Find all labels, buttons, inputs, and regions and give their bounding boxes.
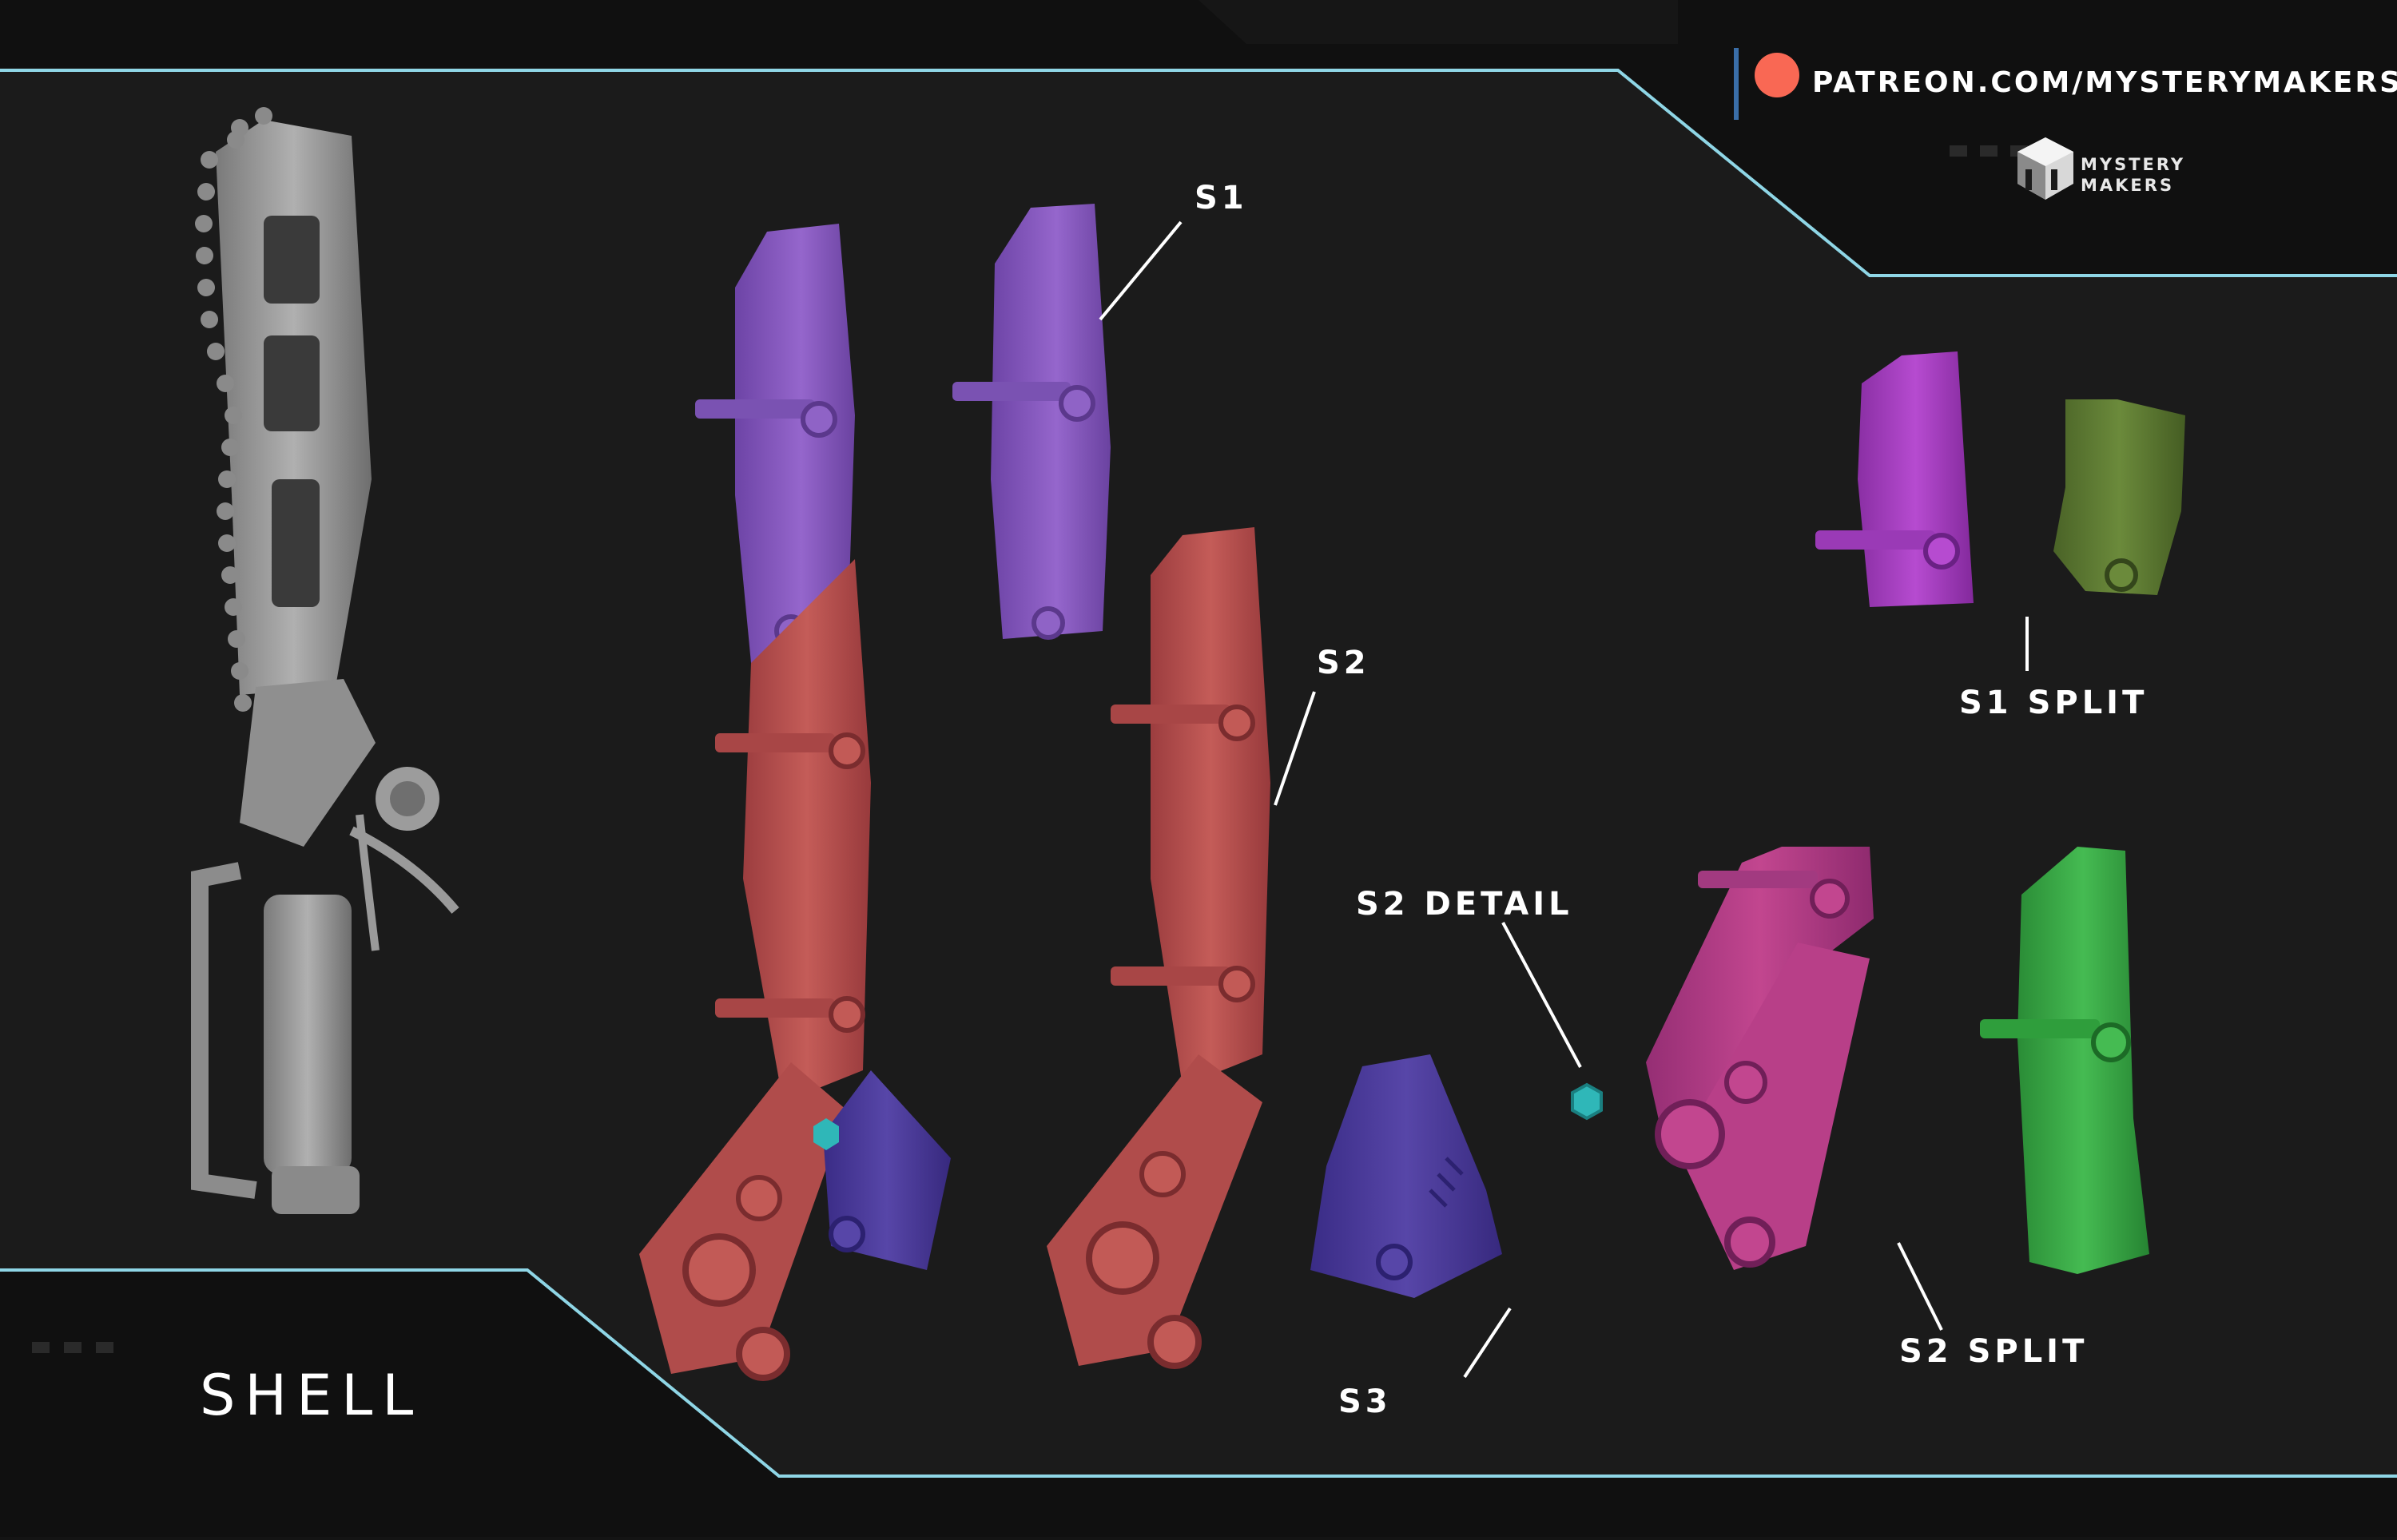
label-s1-split: S1 SPLIT (1959, 685, 2149, 721)
leader-lines (1099, 220, 2029, 1379)
mystery-makers-logo-icon (2017, 137, 2073, 200)
label-s2: S2 (1317, 645, 1370, 681)
bottom-frame-band (0, 1270, 2397, 1537)
s2-split-magenta-part (1646, 847, 1874, 1270)
full-weapon-sculpt (191, 107, 459, 1214)
s1-split-olive-part (2053, 399, 2185, 595)
s1-part (952, 204, 1111, 640)
patreon-url-text: PATREON.COM/MYSTERYMAKERS (1812, 66, 2397, 99)
assembled-s1-part (695, 224, 855, 663)
label-s2-detail: S2 DETAIL (1356, 886, 1573, 923)
hex-nut-detail (1571, 1082, 1603, 1121)
label-s2-split: S2 SPLIT (1899, 1333, 2089, 1370)
s2-split-green-part (1980, 847, 2149, 1274)
s1-split-violet-part (1815, 351, 1974, 607)
logo-text-makers: MAKERS (2081, 176, 2175, 195)
patreon-icon (1755, 53, 1799, 97)
page-title: SHELL (200, 1363, 423, 1428)
top-frame-line (0, 69, 2397, 277)
assembled-s2-part (639, 559, 951, 1381)
s2-part (1047, 527, 1270, 1369)
bottom-frame-line (0, 1268, 2397, 1478)
s3-part (1310, 1054, 1502, 1298)
logo-text-mystery: MYSTERY (2081, 155, 2186, 174)
label-s3: S3 (1338, 1383, 1392, 1420)
label-s1: S1 (1195, 180, 1248, 216)
